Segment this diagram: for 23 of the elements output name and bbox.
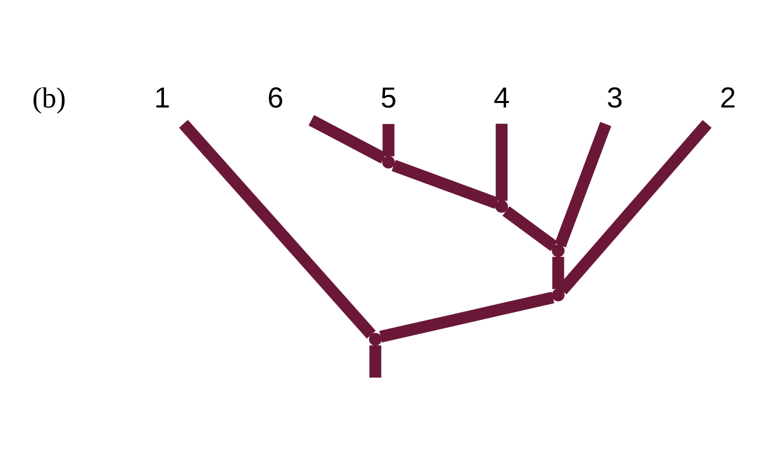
connector [558, 119, 712, 294]
connector [392, 159, 499, 208]
node-point [369, 332, 382, 346]
connector [308, 114, 386, 164]
connector [502, 206, 558, 251]
connector [179, 119, 376, 338]
node-text: 4 [494, 82, 510, 114]
node-text: 1 [154, 82, 170, 114]
node-text: 5 [380, 82, 397, 114]
connector [554, 121, 612, 247]
node-point [382, 155, 395, 168]
connector [496, 123, 508, 200]
node-point [495, 200, 508, 212]
node-point [552, 288, 565, 301]
connector [382, 124, 394, 156]
label: (b) [32, 82, 66, 114]
connector [379, 291, 554, 342]
node-text: 3 [606, 82, 623, 114]
connector [552, 256, 564, 289]
node-text: 6 [267, 82, 284, 114]
node-point [552, 244, 565, 257]
node-text: 2 [720, 82, 736, 114]
connector [369, 344, 382, 378]
